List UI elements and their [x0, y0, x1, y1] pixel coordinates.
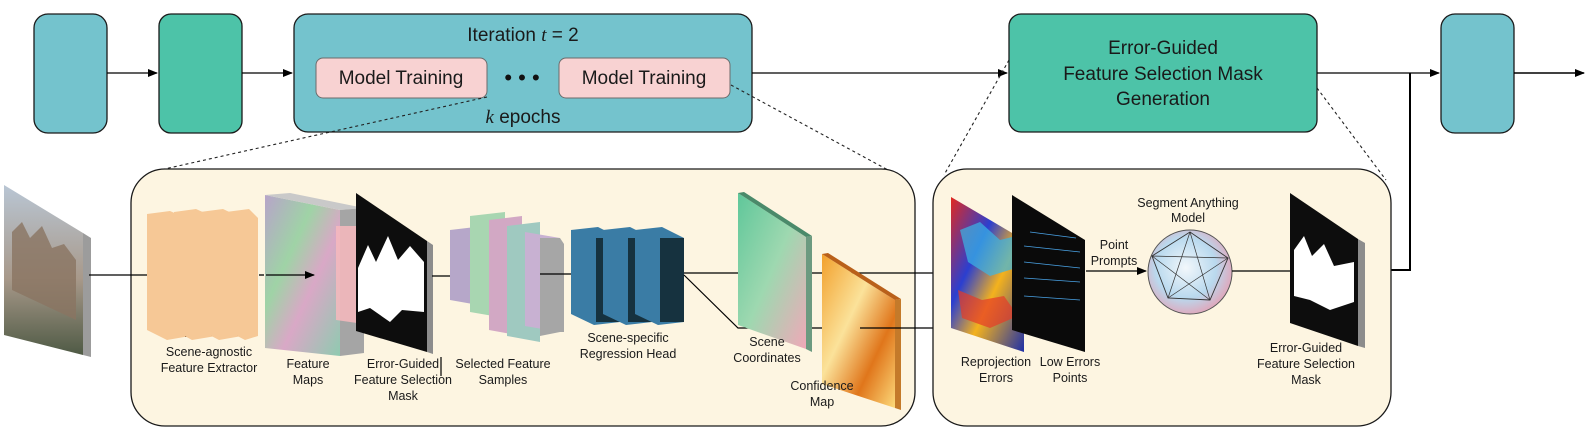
mask-generation-line-2: Feature Selection Mask: [1063, 64, 1263, 85]
sam-label-2: Model: [1171, 211, 1205, 225]
head-label-2: Regression Head: [580, 347, 677, 361]
reprojection-label-2: Errors: [979, 371, 1013, 385]
zoom-line-right-2: [1316, 87, 1387, 181]
mask-label-1: Error-Guided: [367, 357, 439, 371]
regression-head: [571, 227, 684, 325]
low-errors-points: [1012, 195, 1085, 352]
head-label-1: Scene-specific: [587, 331, 668, 345]
output-mask-label-3: Mask: [1291, 373, 1322, 387]
output-box: [1440, 13, 1515, 134]
point-prompts-label-1: Point: [1100, 238, 1129, 252]
mask-generation-line-3: Generation: [1116, 89, 1210, 110]
extractor-label-1: Scene-agnostic: [166, 345, 252, 359]
confidence-label-2: Map: [810, 395, 834, 409]
feature-maps-label-1: Feature: [286, 357, 329, 371]
extractor-label-2: Feature Extractor: [161, 361, 258, 375]
scene-coords-label-2: Coordinates: [733, 351, 800, 365]
feature-extractor: [147, 209, 258, 340]
feature-maps-label-2: Maps: [293, 373, 324, 387]
samples-label-2: Samples: [479, 373, 528, 387]
connector-head-to-confidence: [683, 274, 856, 332]
mask-label-2: Feature Selection: [354, 373, 452, 387]
output-mask: [1290, 193, 1365, 348]
zoom-line-left-2: [730, 84, 889, 171]
low-errors-label-1: Low Errors: [1040, 355, 1100, 369]
reprojection-label-1: Reprojection: [961, 355, 1031, 369]
zoom-line-right-1: [943, 59, 1010, 176]
ellipsis: • • •: [504, 65, 539, 90]
init-box: [158, 13, 243, 134]
sam-model-icon: [1147, 229, 1233, 315]
low-errors-label-2: Points: [1053, 371, 1088, 385]
mask-generation-line-1: Error-Guided: [1108, 38, 1218, 59]
point-prompts-label-2: Prompts: [1091, 254, 1138, 268]
model-training-label-2: Model Training: [582, 68, 707, 89]
confidence-label-1: Confidence: [790, 379, 853, 393]
model-training-box-1: [315, 57, 488, 99]
epochs-label: k epochs: [486, 107, 561, 128]
input-box: [33, 13, 108, 134]
output-mask-label-2: Feature Selection: [1257, 357, 1355, 371]
selected-samples: [450, 212, 564, 342]
output-mask-label-1: Error-Guided: [1270, 341, 1342, 355]
scene-coords-label-1: Scene: [749, 335, 784, 349]
reprojection-errors: [951, 197, 1024, 352]
iteration-title: Iteration t = 2: [467, 25, 578, 46]
input-image: [4, 185, 91, 357]
zoom-line-left-1: [159, 96, 488, 171]
error-guided-mask-train: [336, 193, 433, 354]
model-training-label-1: Model Training: [339, 68, 464, 89]
mask-label-3: Mask: [388, 389, 419, 403]
confidence-map: [822, 253, 901, 410]
samples-label-1: Selected Feature: [455, 357, 550, 371]
model-training-box-2: [558, 57, 731, 99]
scene-coordinates: [738, 192, 812, 352]
sam-label-1: Segment Anything: [1137, 196, 1239, 210]
